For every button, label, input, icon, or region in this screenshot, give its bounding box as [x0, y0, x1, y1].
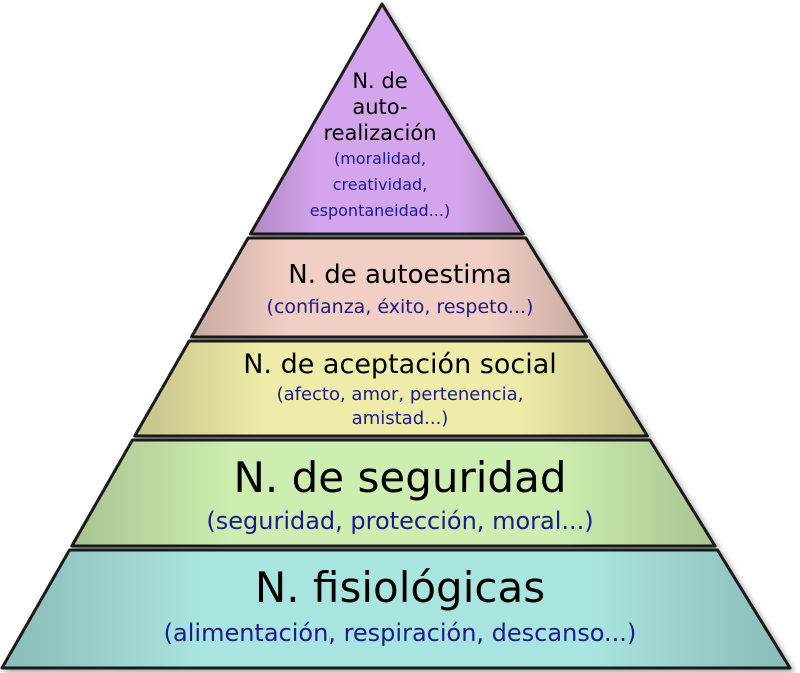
- level-2-sub: (seguridad, protección, moral...): [206, 507, 594, 535]
- level-5-sub-line-2: creatividad,: [332, 175, 428, 194]
- level-physiological: N. fisiológicas (alimentación, respiraci…: [0, 560, 800, 650]
- level-5-title-line-2: auto-: [352, 95, 408, 119]
- level-1-sub: (alimentación, respiración, descanso...): [163, 619, 637, 647]
- level-safety: N. de seguridad (seguridad, protección, …: [0, 450, 800, 536]
- level-3-sub-line-1: (afecto, amor, pertenencia,: [276, 384, 524, 405]
- level-2-title: N. de seguridad: [233, 453, 567, 502]
- level-social: N. de aceptación social (afecto, amor, p…: [0, 347, 800, 431]
- band-esteem-shading: [191, 238, 587, 337]
- band-social-shading: [134, 341, 648, 436]
- band-safety-shading: [71, 440, 716, 546]
- level-self-actualization: N. de auto- realización (moralidad, crea…: [290, 68, 470, 224]
- level-4-title: N. de autoestima: [288, 260, 512, 290]
- level-3-title: N. de aceptación social: [243, 349, 557, 380]
- level-1-title: N. fisiológicas: [254, 563, 546, 612]
- level-5-sub-line-1: (moralidad,: [333, 149, 427, 168]
- level-5-title-line-3: realización: [323, 121, 437, 145]
- level-4-sub: (confianza, éxito, respeto...): [266, 296, 534, 318]
- band-physiological-shading: [2, 550, 790, 668]
- level-3-sub-line-2: amistad...): [351, 408, 449, 429]
- level-5-title-line-1: N. de: [352, 69, 408, 93]
- level-esteem: N. de autoestima (confianza, éxito, resp…: [0, 258, 800, 322]
- level-5-sub-line-3: espontaneidad...): [309, 201, 451, 220]
- band-self-actualization-shading: [250, 4, 524, 234]
